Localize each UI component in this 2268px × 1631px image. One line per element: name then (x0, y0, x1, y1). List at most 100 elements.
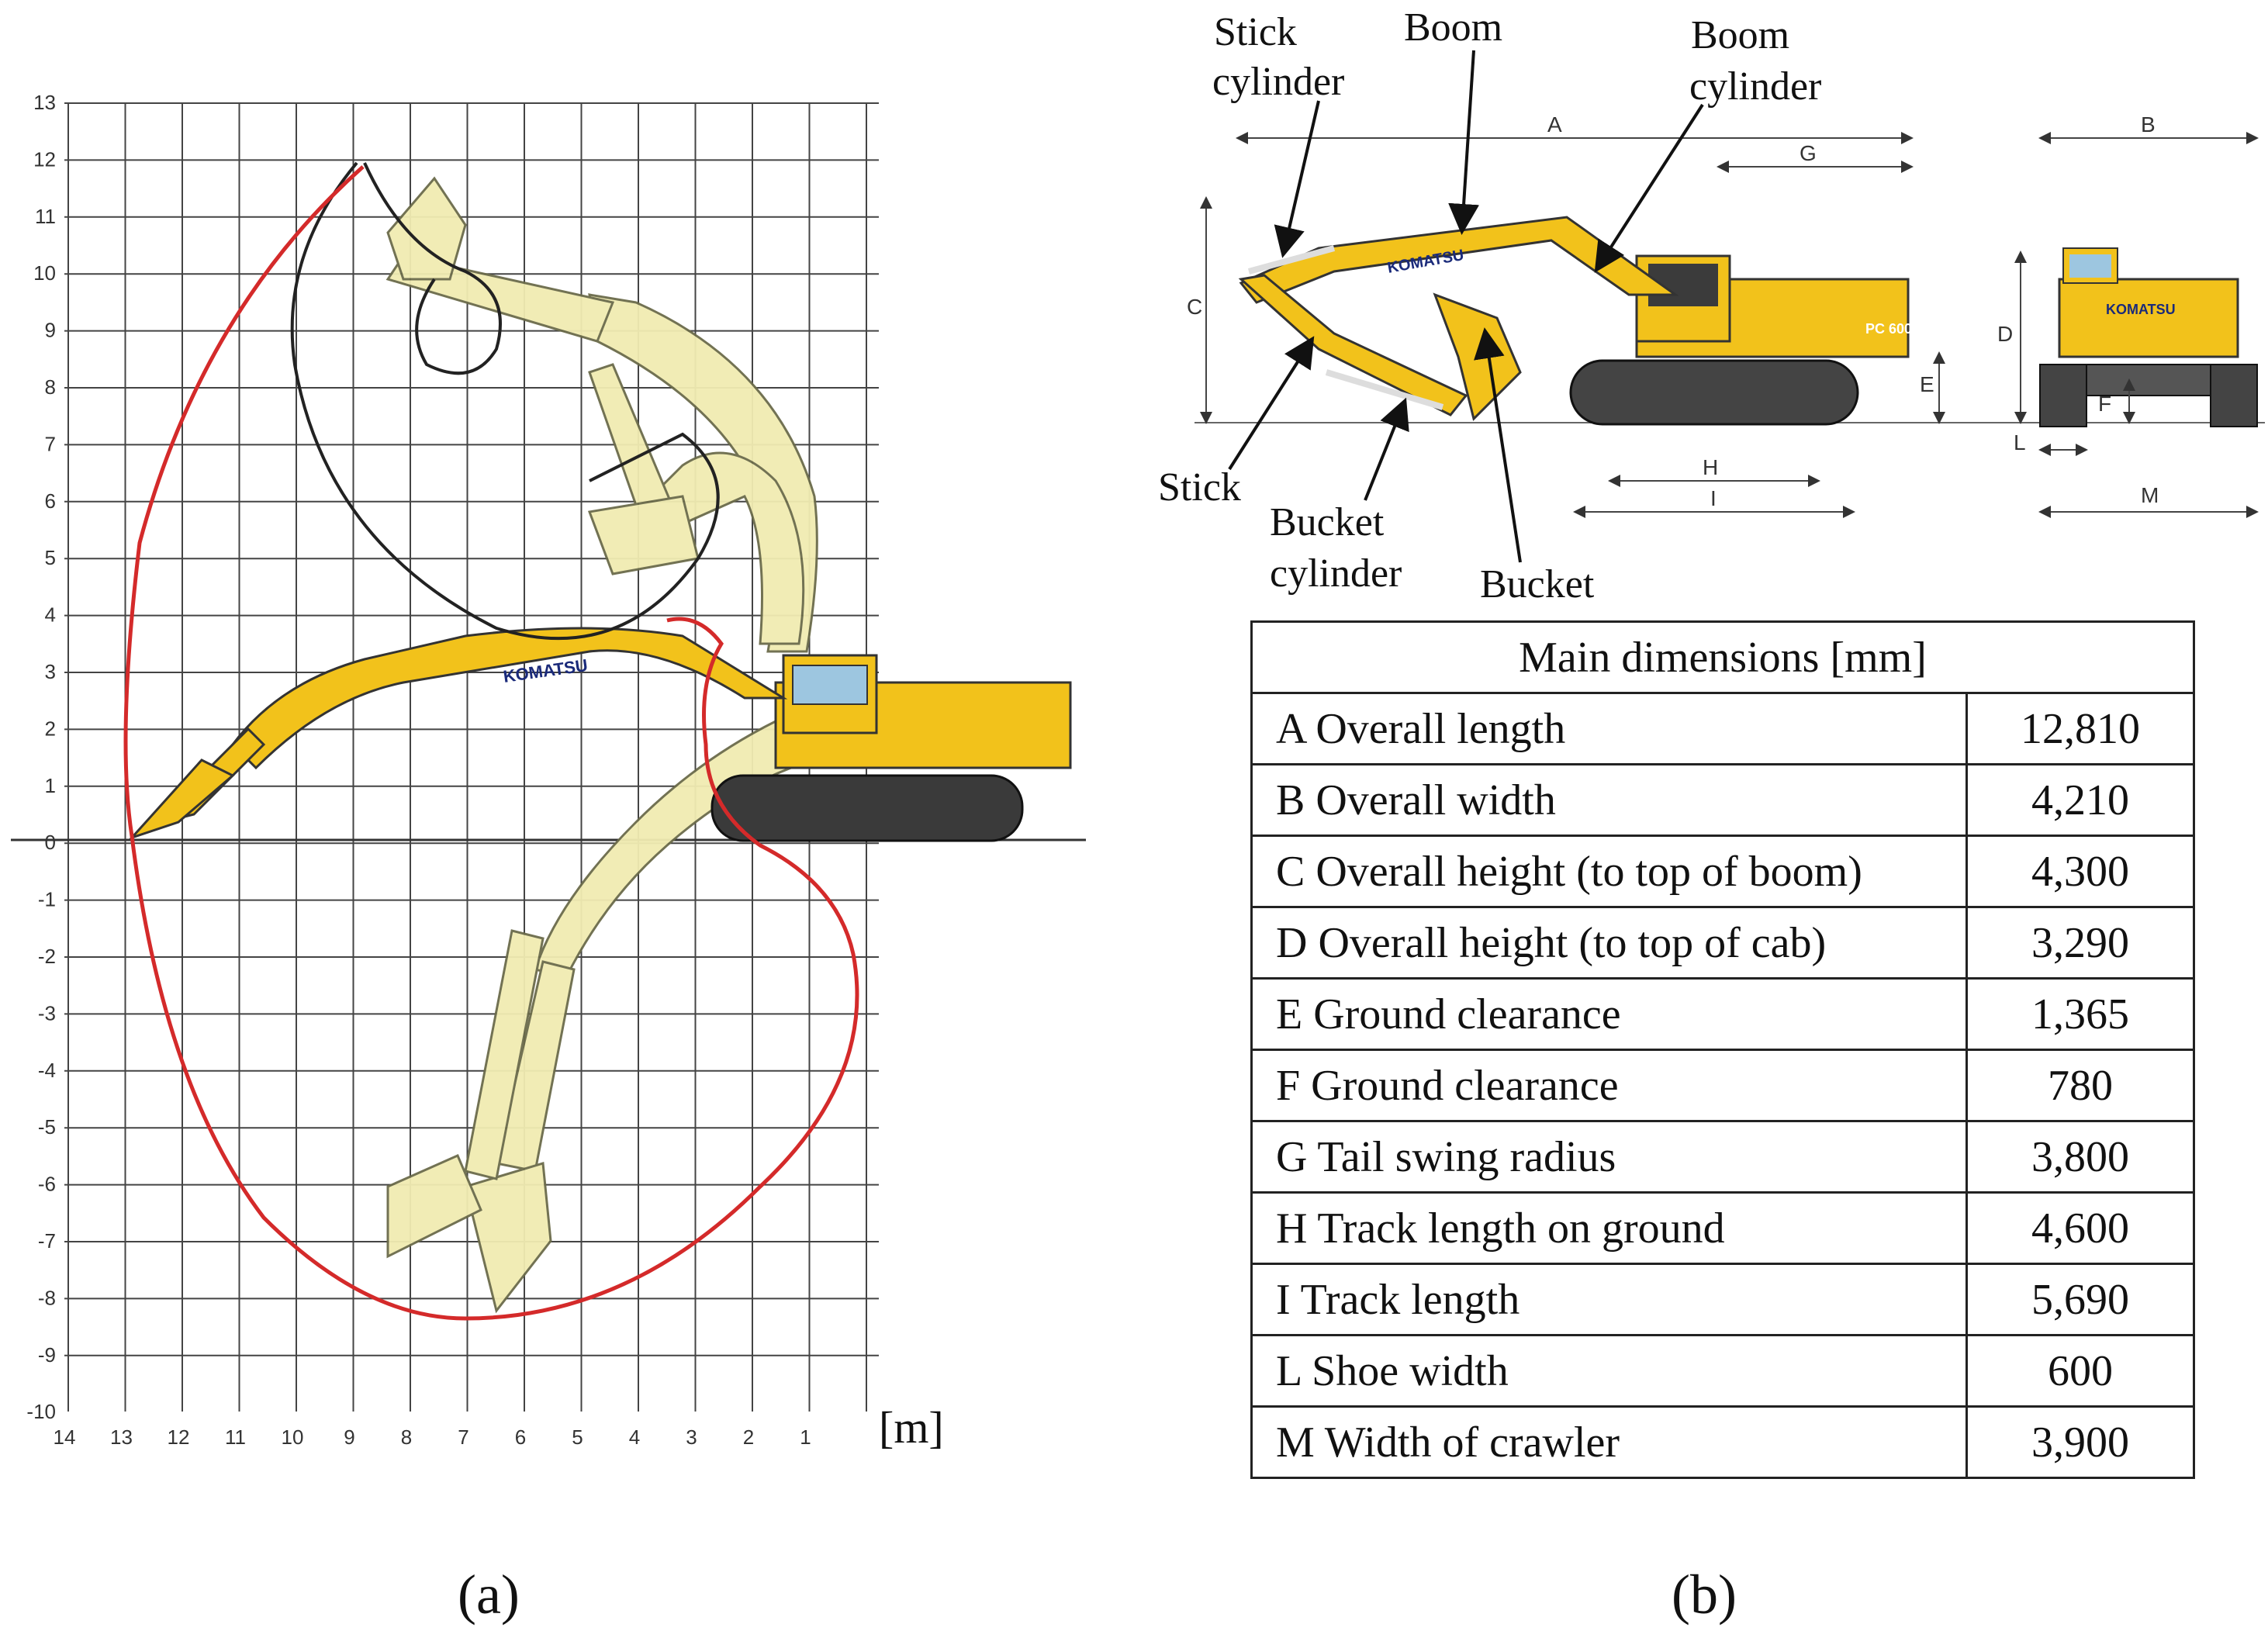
dimension-value: 5,690 (1965, 1263, 2195, 1336)
reach-arc-large (290, 161, 720, 641)
dim-letter-d: D (1997, 322, 2013, 346)
dimension-label: F Ground clearance (1250, 1049, 1968, 1122)
dim-letter-f: F (2098, 392, 2111, 416)
dimension-label: D Overall height (to top of cab) (1250, 906, 1968, 980)
y-tick-label: 4 (45, 603, 56, 627)
dim-letter-m: M (2141, 483, 2159, 507)
ghost-bucket-mid (587, 495, 700, 575)
panel-a-caption: (a) (458, 1564, 520, 1626)
front-undercarriage (2086, 364, 2211, 396)
ghost-pose-high (385, 176, 818, 1314)
side-stick-cylinder (1247, 245, 1336, 275)
part-callouts: Stick cylinder Boom Boom cylinder Stick … (1158, 5, 1821, 606)
y-tick-label: -10 (26, 1400, 56, 1423)
dimension-value: 3,900 (1965, 1405, 2195, 1479)
ghost-boom-mid (650, 451, 805, 645)
dimension-label: B Overall width (1250, 763, 1968, 837)
table-row: C Overall height (to top of boom)4,300 (1250, 835, 2195, 908)
dim-letter-i: I (1710, 486, 1717, 510)
y-tick-label: 13 (33, 91, 56, 114)
y-tick-label: -4 (38, 1059, 56, 1082)
panel-b-caption: (b) (1672, 1564, 1737, 1626)
side-stick (1238, 274, 1468, 416)
callout-bucket-cylinder-2: cylinder (1270, 551, 1402, 596)
dimension-label: H Track length on ground (1250, 1191, 1968, 1265)
y-tick-label: 3 (45, 660, 56, 683)
x-tick-label: 2 (743, 1425, 754, 1449)
table-header-row: Main dimensions [mm] (1250, 620, 2195, 694)
y-tick-label: 1 (45, 774, 56, 797)
dimension-value: 3,290 (1965, 906, 2195, 980)
arrow-boom (1448, 50, 1480, 235)
y-tick-label: -9 (38, 1343, 56, 1367)
dimension-value: 3,800 (1965, 1120, 2195, 1194)
y-tick-label: -7 (38, 1229, 56, 1253)
callout-stick-cylinder-2: cylinder (1212, 60, 1344, 104)
x-tick-label: 8 (401, 1425, 412, 1449)
dimension-label: G Tail swing radius (1250, 1120, 1968, 1194)
arrow-boom-cylinder (1594, 103, 1704, 273)
x-tick-label: 10 (282, 1425, 304, 1449)
unit-label: [m] (879, 1402, 944, 1453)
dim-letter-l: L (2014, 430, 2026, 454)
x-tick-label: 13 (110, 1425, 133, 1449)
dimension-value: 780 (1965, 1049, 2195, 1122)
arrow-bucket (1474, 327, 1522, 563)
side-model-label: PC 600 (1865, 321, 1912, 337)
dimension-label: M Width of crawler (1250, 1405, 1968, 1479)
ghost-bucket-high (386, 176, 467, 281)
callout-boom-cylinder-2: cylinder (1689, 64, 1821, 109)
side-tracks (1569, 359, 1859, 426)
machine-main: KOMATSU (128, 627, 1072, 842)
dimension-label: C Overall height (to top of boom) (1250, 835, 1968, 908)
table-row: D Overall height (to top of cab)3,290 (1250, 906, 2195, 980)
dimension-lines (1200, 132, 2259, 518)
front-cab-window (2069, 254, 2111, 278)
x-tick-label: 14 (54, 1425, 76, 1449)
dimension-value: 4,600 (1965, 1191, 2195, 1265)
y-tick-label: 6 (45, 489, 56, 513)
machine-bucket (128, 758, 235, 841)
y-tick-label: 7 (45, 432, 56, 455)
y-tick-label: -2 (38, 945, 56, 968)
y-tick-label: 5 (45, 546, 56, 569)
y-tick-label: 10 (33, 261, 56, 285)
y-tick-label: -3 (38, 1001, 56, 1025)
ghost-bucket-low2 (386, 1154, 482, 1259)
reach-arc-small (363, 162, 502, 375)
y-tick-label: 12 (33, 147, 56, 171)
dim-letter-g: G (1800, 141, 1817, 165)
side-view: PC 600 KOMATSU (1195, 216, 2265, 426)
dimension-label: A Overall length (1250, 692, 1968, 765)
dimension-letters: A G C E H I B D F L M (1187, 112, 2159, 510)
front-brand-label: KOMATSU (2106, 302, 2176, 317)
y-tick-label: 0 (45, 831, 56, 854)
ghost-bucket-low (464, 1162, 552, 1314)
machine-cab-window (792, 665, 868, 705)
side-boom (1239, 216, 1679, 304)
dimension-value: 1,365 (1965, 977, 2195, 1051)
front-tracks-right (2210, 364, 2258, 427)
front-tracks-left (2039, 364, 2087, 427)
dim-letter-e: E (1920, 372, 1934, 396)
dimension-label: I Track length (1250, 1263, 1968, 1336)
arrow-bucket-cylinder (1364, 397, 1409, 501)
arrow-stick (1228, 336, 1315, 471)
working-range-chart: 131211109876543210-1-2-3-4-5-6-7-8-9-10 … (11, 91, 1086, 1626)
x-tick-label: 9 (344, 1425, 354, 1449)
y-tick-label: -6 (38, 1173, 56, 1196)
dim-letter-a: A (1547, 112, 1562, 136)
side-bucket-cylinder (1325, 369, 1444, 410)
x-tick-label: 3 (686, 1425, 697, 1449)
machine-dimensions-drawing: PC 600 KOMATSU KOMATSU (1158, 5, 2265, 1626)
dimension-value: 600 (1965, 1334, 2195, 1408)
y-tick-label: -5 (38, 1115, 56, 1139)
